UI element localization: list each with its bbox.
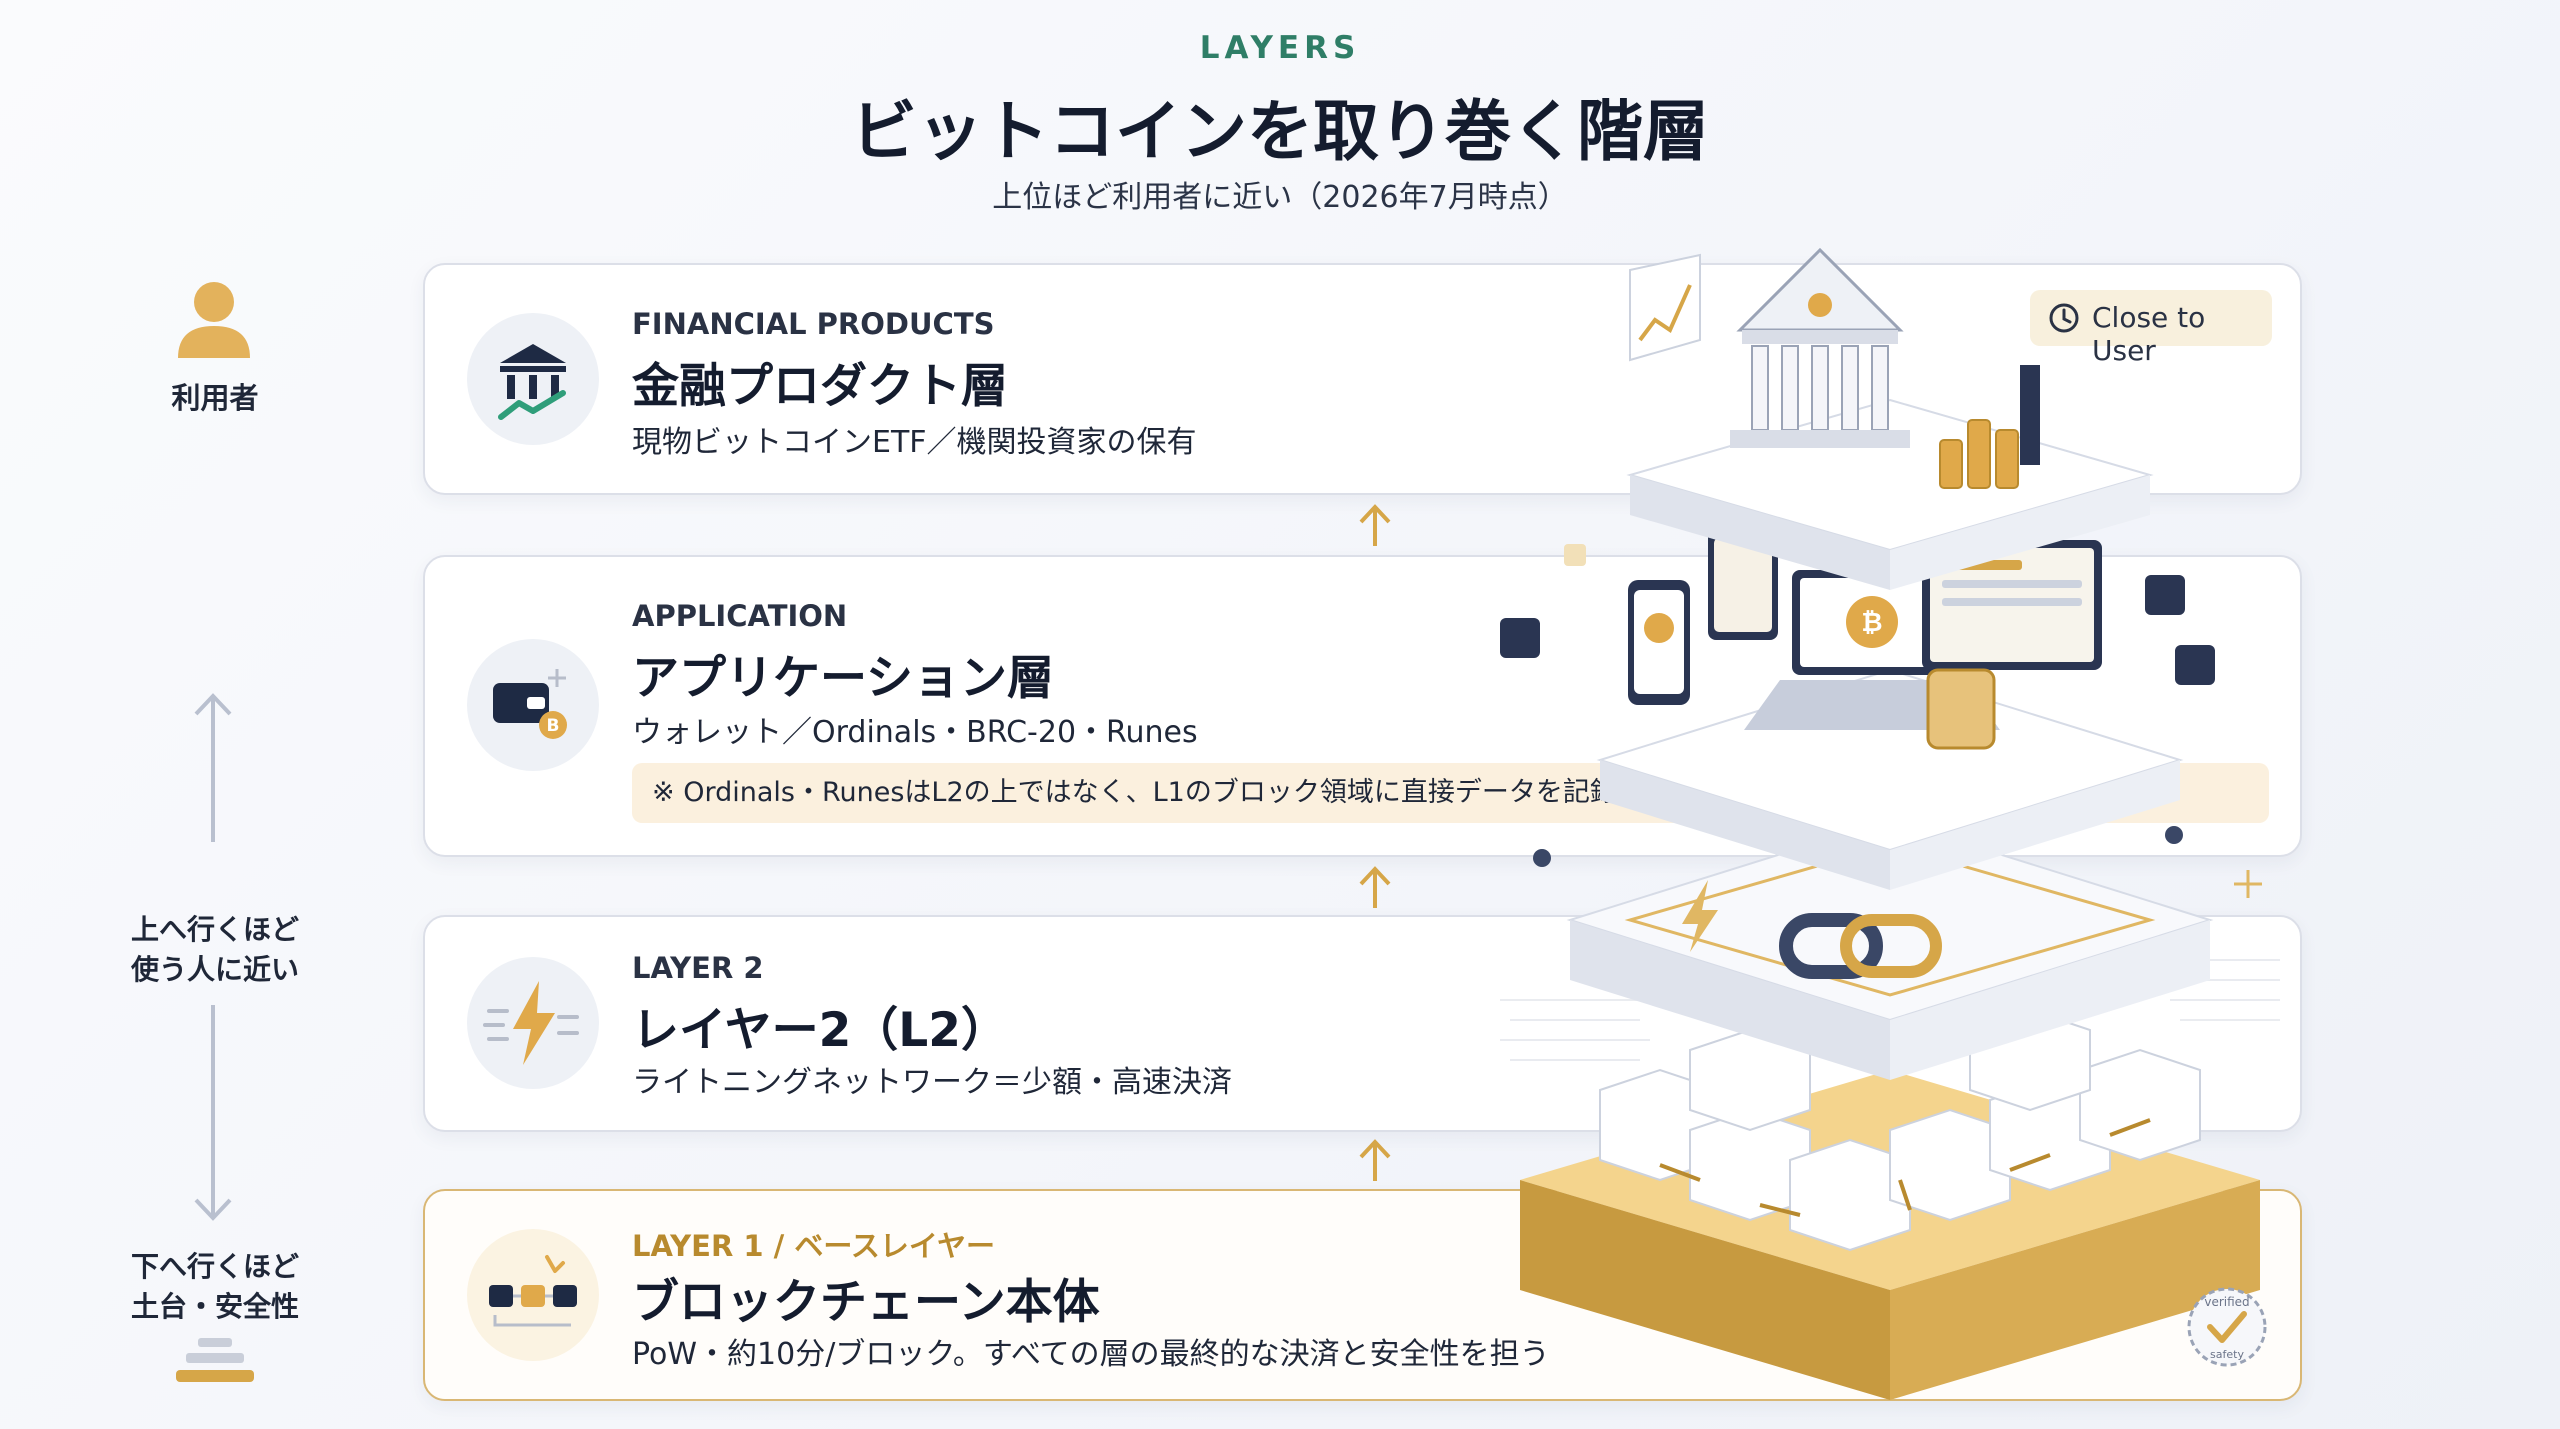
svg-text:B: B [547, 716, 560, 736]
floating-icon-tiles [1500, 544, 2262, 898]
chain-link-icon [1779, 913, 1883, 979]
seal-text-bottom: safety [2210, 1348, 2244, 1361]
layer-icon-circle [467, 313, 599, 445]
application-platform: ₿ [1596, 530, 2184, 890]
layer2-lightning-platform [1566, 818, 2214, 1080]
bank-icon [498, 344, 566, 420]
up-arrow-icon [1359, 504, 1391, 546]
layer-description: ウォレット／Ordinals・BRC-20・Runes [632, 715, 1198, 750]
verified-safety-seal: verified safety [2187, 1287, 2267, 1367]
layer-icon-circle [467, 957, 599, 1089]
layer-title: レイヤー2（L2） [632, 1003, 1008, 1058]
badge-label: Close to User [2092, 301, 2206, 367]
layer-title: アプリケーション層 [632, 651, 1055, 706]
layer-card-financial: FINANCIAL PRODUCTS 金融プロダクト層 現物ビットコインETF／… [423, 263, 2302, 495]
clock-icon [2049, 303, 2079, 333]
close-to-user-badge: Close to User [2030, 290, 2272, 367]
up-arrow-icon [1359, 1139, 1391, 1181]
up-label-line1: 上へ行くほど [130, 913, 299, 946]
lightning-icon [483, 981, 579, 1065]
layer-label: LAYER 1 / ベースレイヤー [632, 1229, 996, 1263]
layer-description: 現物ビットコインETF／機関投資家の保有 [632, 425, 1197, 460]
layer-label: FINANCIAL PRODUCTS [632, 307, 995, 341]
wallet-icon: B [493, 669, 567, 739]
layer-icon-circle: B [467, 639, 599, 771]
blocks-icon [489, 1255, 577, 1327]
layer-stack-illustration: ₿ [1500, 247, 2280, 1400]
down-direction-label: 下へ行くほど 土台・安全性 [95, 1247, 335, 1327]
layer-title: ブロックチェーン本体 [632, 1275, 1100, 1330]
eyebrow-label: LAYERS [1199, 30, 1361, 66]
down-label-line2: 土台・安全性 [130, 1290, 299, 1323]
layer-icon-circle [467, 1229, 599, 1361]
growth-chart-card [1629, 253, 1701, 362]
layer-label: APPLICATION [632, 599, 848, 633]
down-label-line1: 下へ行くほど [130, 1250, 299, 1283]
page-title: ビットコインを取り巻く階層 [851, 93, 1709, 170]
up-label-line2: 使う人に近い [130, 953, 299, 986]
layer1-block-platform [1520, 1008, 2260, 1400]
layer-title: 金融プロダクト層 [632, 359, 1008, 414]
financial-platform [1626, 247, 2154, 590]
up-direction-label: 上へ行くほど 使う人に近い [95, 910, 335, 990]
user-label: 利用者 [171, 381, 259, 415]
user-icon [178, 282, 250, 358]
page-subtitle: 上位ほど利用者に近い（2026年7月時点） [992, 180, 1568, 215]
vertical-axis-arrow [194, 693, 232, 1221]
layer-label: LAYER 2 [632, 951, 764, 985]
layer-description: ライトニングネットワーク＝少額・高速決済 [632, 1065, 1232, 1100]
foundation-stack-icon [176, 1338, 254, 1382]
seal-text-top: verified [2204, 1295, 2249, 1309]
layer-description: PoW・約10分/ブロック。すべての層の最終的な決済と安全性を担う [632, 1337, 1550, 1372]
up-arrow-icon [1359, 866, 1391, 908]
chain-block [1599, 1008, 2201, 1252]
svg-text:₿: ₿ [1861, 608, 1882, 638]
